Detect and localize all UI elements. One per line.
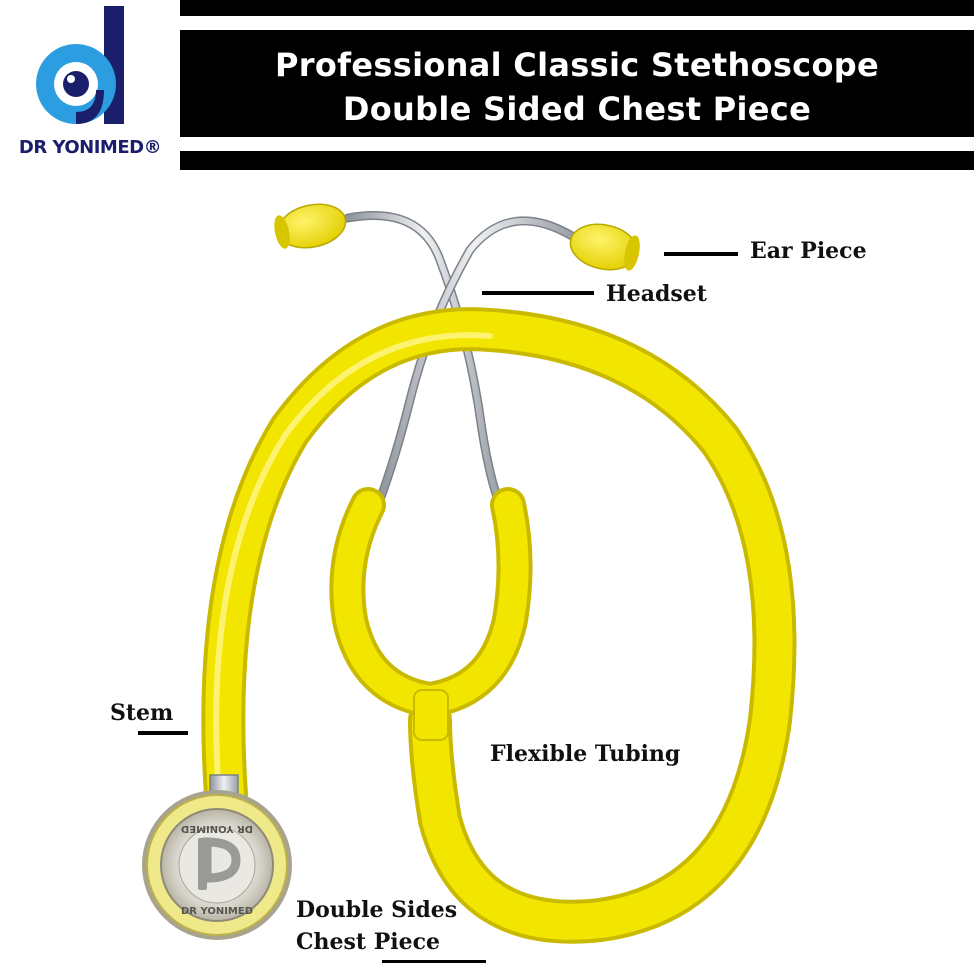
stem-label: Stem [110, 700, 174, 726]
chest-piece-label-line-2: Chest Piece [296, 929, 440, 955]
dr-yonimed-logo-icon [36, 6, 124, 124]
flexible-tubing-label: Flexible Tubing [490, 741, 681, 767]
ear-piece-label: Ear Piece [750, 238, 867, 264]
stem-leader-line [138, 731, 188, 735]
banner-stripe-bottom [180, 137, 974, 151]
headset-label: Headset [606, 281, 707, 307]
headset-leader-line [482, 291, 594, 295]
ear-piece-right [569, 223, 640, 271]
ear-piece-leader-line [664, 252, 738, 256]
banner-title-line-1: Professional Classic Stethoscope [275, 46, 879, 84]
banner-stripe-top [180, 16, 974, 30]
brand-name: DR YONIMED® [18, 137, 162, 158]
flexible-tubing [201, 307, 797, 944]
chest-piece-engraving-top: DR YONIMED [181, 823, 253, 834]
chest-piece: DR YONIMED DR YONIMED [142, 790, 292, 940]
brand-logo: DR YONIMED® [0, 0, 180, 170]
chest-piece-leader-line [382, 960, 486, 963]
chest-piece-engraving-bottom: DR YONIMED [181, 906, 253, 917]
ear-piece-left [274, 203, 347, 249]
chest-piece-label-line-1: Double Sides [296, 897, 458, 923]
banner-title-line-2: Double Sided Chest Piece [342, 90, 812, 128]
